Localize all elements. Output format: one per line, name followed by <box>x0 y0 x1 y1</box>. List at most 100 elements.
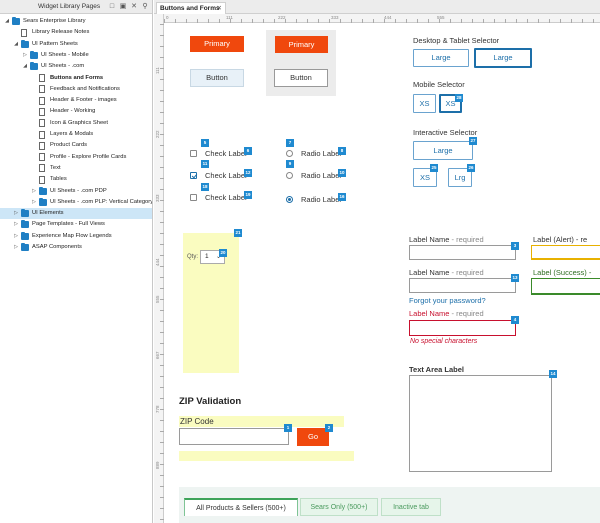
expand-arrow-icon[interactable]: ▷ <box>32 187 36 194</box>
zip-input[interactable] <box>179 428 289 445</box>
ruler-tick <box>384 19 385 23</box>
ruler-tick-label: 333 <box>331 15 339 20</box>
tree-item[interactable]: Library Release Notes <box>0 27 152 38</box>
tree-item[interactable]: ▷UI Sheets - .com PDP <box>0 186 152 197</box>
ruler-tick <box>160 453 164 454</box>
text-input-2[interactable] <box>409 278 516 293</box>
ruler-tick <box>571 19 572 23</box>
checkbox-2[interactable] <box>190 172 197 179</box>
footnote-badge-18: 18 <box>201 183 209 191</box>
interactive-selector-large[interactable]: Large <box>413 141 473 160</box>
page-icon <box>39 153 45 162</box>
text-input-1[interactable] <box>409 245 516 260</box>
tab-inactive[interactable]: Inactive tab <box>381 498 441 516</box>
desktop-selector-large-2[interactable]: Large <box>474 48 532 68</box>
ruler-tick <box>296 19 297 23</box>
tree-item[interactable]: ◢UI Pattern Sheets <box>0 39 152 50</box>
radio-3[interactable] <box>286 196 293 203</box>
tree-item[interactable]: ▷Experience Map Flow Legends <box>0 231 152 242</box>
tree-item[interactable]: Feedback and Notifications <box>0 84 152 95</box>
ruler-tick <box>160 365 164 366</box>
zip-panel <box>179 416 344 427</box>
expand-arrow-icon[interactable]: ▷ <box>14 244 18 250</box>
expand-arrow-icon[interactable]: ▷ <box>23 51 27 58</box>
tree-item-label: ASAP Components <box>32 244 82 250</box>
radio-1[interactable] <box>286 150 293 157</box>
page-tree-header: Widget Library Pages □ ▣ ✕ ⚲ <box>0 0 152 14</box>
interactive-selector-lrg[interactable]: Lrg <box>448 168 472 187</box>
tree-item[interactable]: Icon & Graphics Sheet <box>0 118 152 129</box>
qty-select[interactable]: 1 ⌄ <box>200 250 225 264</box>
tree-item[interactable]: ◢UI Sheets - .com <box>0 61 152 72</box>
primary-button-2[interactable]: Primary <box>275 36 328 53</box>
ruler-tick <box>516 19 517 23</box>
mobile-selector-xs-1[interactable]: XS <box>413 94 436 113</box>
collapse-arrow-icon[interactable]: ◢ <box>23 63 27 70</box>
button-1[interactable]: Button <box>190 69 244 87</box>
ruler-tick <box>160 79 164 80</box>
radio-label-2: Radio Label <box>301 171 342 180</box>
interactive-selector-title: Interactive Selector <box>413 128 478 137</box>
tree-item[interactable]: ▷UI Elements <box>0 208 152 220</box>
footnote-badge-25: 25 <box>430 164 438 172</box>
tab-sears-only[interactable]: Sears Only (500+) <box>300 498 378 516</box>
ruler-tick <box>160 57 164 58</box>
tree-item[interactable]: ▷UI Sheets - Mobile <box>0 50 152 61</box>
ruler-tick <box>160 299 164 300</box>
expand-arrow-icon[interactable]: ▷ <box>32 198 36 205</box>
button-2[interactable]: Button <box>274 69 328 87</box>
tree-item[interactable]: Layers & Modals <box>0 129 152 140</box>
search-icon[interactable]: ⚲ <box>142 3 148 10</box>
ruler-tick <box>160 244 164 245</box>
ruler-tick <box>160 35 164 36</box>
ruler-tick-label: 0 <box>166 15 169 20</box>
tree-item-label: Page Templates - Full Views <box>32 221 105 228</box>
tab-buttons-and-forms[interactable]: Buttons and Forms ✕ <box>156 2 226 14</box>
tab-all-products[interactable]: All Products & Sellers (500+) <box>184 498 298 516</box>
radio-2[interactable] <box>286 172 293 179</box>
tree-item-label: Icon & Graphics Sheet <box>50 119 108 126</box>
text-area[interactable] <box>409 375 552 472</box>
alert-input[interactable] <box>531 245 600 260</box>
tree-item[interactable]: Buttons and Forms <box>0 73 152 84</box>
desktop-selector-large-1[interactable]: Large <box>413 49 469 67</box>
tree-item[interactable]: ▷UI Sheets - .com PLP: Vertical Category <box>0 197 152 208</box>
ruler-tick <box>160 255 164 256</box>
footnote-badge-27: 27 <box>469 137 477 145</box>
ruler-tick-label: 444 <box>384 15 392 20</box>
collapse-arrow-icon[interactable]: ◢ <box>14 40 18 47</box>
collapse-arrow-icon[interactable]: ◢ <box>5 18 9 24</box>
footnote-badge-3: 3 <box>511 242 519 250</box>
tree-item[interactable]: ▷ Page Templates - Full Views <box>0 219 152 230</box>
footnote-badge-6: 6 <box>244 147 252 155</box>
footnote-badge-21: 21 <box>234 229 242 237</box>
tree-item[interactable]: ▷ ASAP Components <box>0 242 152 253</box>
tree-item[interactable]: ◢Sears Enterprise Library <box>0 16 152 27</box>
close-tab-icon[interactable]: ✕ <box>216 5 222 12</box>
ruler-tick <box>351 19 352 23</box>
go-button[interactable]: Go <box>297 428 329 446</box>
add-page-icon[interactable]: □ <box>109 3 115 10</box>
add-folder-icon[interactable]: ▣ <box>119 3 127 10</box>
footnote-badge-19: 19 <box>244 191 252 199</box>
error-input[interactable] <box>409 320 516 336</box>
tree-item[interactable]: Profile - Explore Profile Cards <box>0 152 152 163</box>
checkbox-1[interactable] <box>190 150 197 157</box>
forgot-password-link[interactable]: Forgot your password? <box>409 296 486 305</box>
tree-item[interactable]: Tables <box>0 174 152 185</box>
delete-icon[interactable]: ✕ <box>131 3 137 10</box>
page-icon <box>39 74 45 82</box>
ruler-tick <box>527 19 528 23</box>
tree-item[interactable]: Header - Working <box>0 106 152 117</box>
page-icon <box>39 141 45 150</box>
primary-button-1[interactable]: Primary <box>190 36 244 52</box>
tree-item[interactable]: Text <box>0 163 152 174</box>
success-input[interactable] <box>531 278 600 295</box>
tree-item[interactable]: Header & Footer - images <box>0 95 152 106</box>
expand-arrow-icon[interactable]: ▷ <box>14 232 18 239</box>
tree-item[interactable]: Product Cards <box>0 140 152 151</box>
expand-arrow-icon[interactable]: ▷ <box>14 221 18 228</box>
interactive-selector-xs[interactable]: XS <box>413 168 437 187</box>
checkbox-3[interactable] <box>190 194 197 201</box>
expand-arrow-icon[interactable]: ▷ <box>14 210 18 217</box>
